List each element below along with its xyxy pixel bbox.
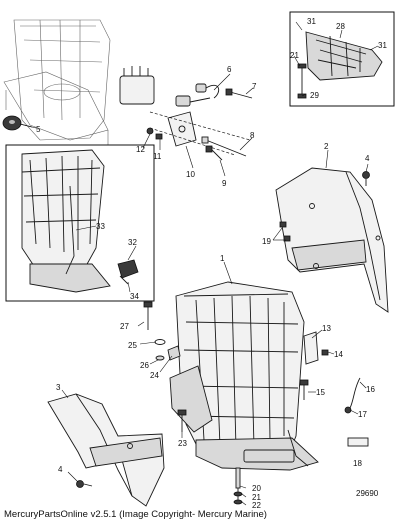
part-1-driveshaft-housing [169, 281, 319, 471]
part-20-22-stud [233, 467, 243, 505]
callout-34: 34 [130, 292, 139, 301]
callout-19: 19 [262, 237, 271, 246]
drawing-number: 29690 [356, 489, 379, 498]
callout-22: 22 [252, 501, 261, 510]
callout-32: 32 [128, 238, 137, 247]
part-2-side-cowl [275, 167, 389, 313]
callout-3: 3 [56, 383, 61, 392]
part-19-clips [279, 221, 291, 242]
callout-16: 16 [366, 385, 375, 394]
part-5-grommet [2, 115, 33, 131]
part-8-stud [201, 136, 247, 157]
part-18-plate [347, 437, 369, 447]
callout-17: 17 [358, 410, 367, 419]
callout-labels: 5 6 7 8 9 10 11 12 31 28 31 21 29 2 4 19… [36, 17, 387, 510]
callout-11: 11 [153, 152, 162, 161]
part-14-nut [321, 349, 329, 356]
callout-6: 6 [227, 65, 232, 74]
part-15-bolt [299, 379, 309, 400]
part-3-lower-cowl [47, 393, 165, 507]
callout-10: 10 [186, 170, 195, 179]
part-11-nut [155, 133, 163, 140]
part-7-bolt [225, 88, 253, 99]
part-24-to-27-fasteners [143, 301, 181, 361]
callout-15: 15 [316, 388, 325, 397]
part-12-washer [146, 127, 154, 135]
callout-12: 12 [136, 145, 145, 154]
callout-23: 23 [178, 439, 187, 448]
callout-8: 8 [250, 131, 255, 140]
callout-21-inset: 21 [290, 51, 299, 60]
callout-28: 28 [336, 22, 345, 31]
callout-25: 25 [128, 341, 137, 350]
callout-18: 18 [353, 459, 362, 468]
callout-1: 1 [220, 254, 225, 263]
part-10-bracket [167, 111, 197, 147]
callout-24: 24 [150, 371, 159, 380]
footer-caption: MercuryPartsOnline v2.5.1 (Image Copyrig… [4, 509, 267, 520]
callout-31-right: 31 [378, 41, 387, 50]
callout-7: 7 [252, 82, 257, 91]
part-4-screw-top [362, 171, 370, 186]
callout-13: 13 [322, 324, 331, 333]
part-9-bolt [205, 145, 223, 161]
leader-lines [19, 21, 379, 506]
inset-box-left [5, 144, 155, 302]
part-4-screw-bottom [76, 480, 93, 488]
callout-21-bottom: 21 [252, 493, 261, 502]
callout-20: 20 [252, 484, 261, 493]
part-13-bracket [303, 331, 319, 365]
part-16-17-sensor [344, 377, 361, 414]
part-23-bolt [177, 409, 187, 432]
callout-2: 2 [324, 142, 329, 151]
part-6-wire-harness [119, 66, 220, 107]
callout-5: 5 [36, 125, 41, 134]
callout-33: 33 [96, 222, 105, 231]
callout-31-top: 31 [307, 17, 316, 26]
callout-9: 9 [222, 179, 227, 188]
background-housing [3, 19, 111, 146]
callout-14: 14 [334, 350, 343, 359]
callout-27: 27 [120, 322, 129, 331]
callout-26: 26 [140, 361, 149, 370]
callout-29: 29 [310, 91, 319, 100]
callout-4-top: 4 [365, 154, 370, 163]
inset-box-top-right [289, 11, 395, 107]
callout-4-bottom: 4 [58, 465, 63, 474]
